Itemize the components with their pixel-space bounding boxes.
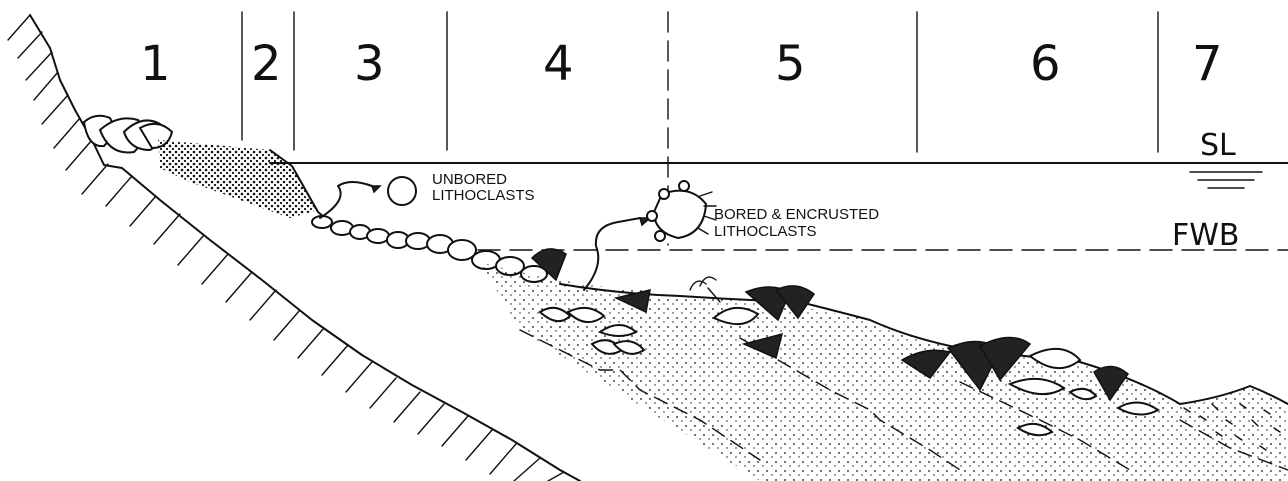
zone-number-1: 1 xyxy=(140,36,171,92)
unbored-legend: UNBORED LITHOCLASTS xyxy=(320,171,535,218)
sea-floor-sediment xyxy=(480,262,1288,481)
bored-legend: BORED & ENCRUSTED LITHOCLASTS xyxy=(584,181,879,290)
zone-number-4: 4 xyxy=(543,36,574,92)
unbored-label-line2: LITHOCLASTS xyxy=(432,187,535,204)
beach-sand-wedge xyxy=(158,140,318,218)
fwb-label: FWB xyxy=(1172,218,1240,253)
bored-label-line2: LITHOCLASTS xyxy=(714,223,817,240)
zone-number-3: 3 xyxy=(354,36,385,92)
bored-label-line1: BORED & ENCRUSTED xyxy=(714,206,879,223)
unbored-label-line1: UNBORED xyxy=(432,171,507,188)
bored-clast-icon xyxy=(647,181,716,241)
zone-number-7: 7 xyxy=(1192,36,1223,92)
zone-number-2: 2 xyxy=(251,36,282,92)
water-symbol xyxy=(1190,172,1262,188)
zone-numbers: 1 2 3 4 5 6 7 xyxy=(140,36,1223,92)
unbored-clast-icon xyxy=(388,177,416,205)
zone-number-6: 6 xyxy=(1030,36,1061,92)
zone-number-5: 5 xyxy=(775,36,806,92)
sea-level-label: SL xyxy=(1200,128,1236,163)
